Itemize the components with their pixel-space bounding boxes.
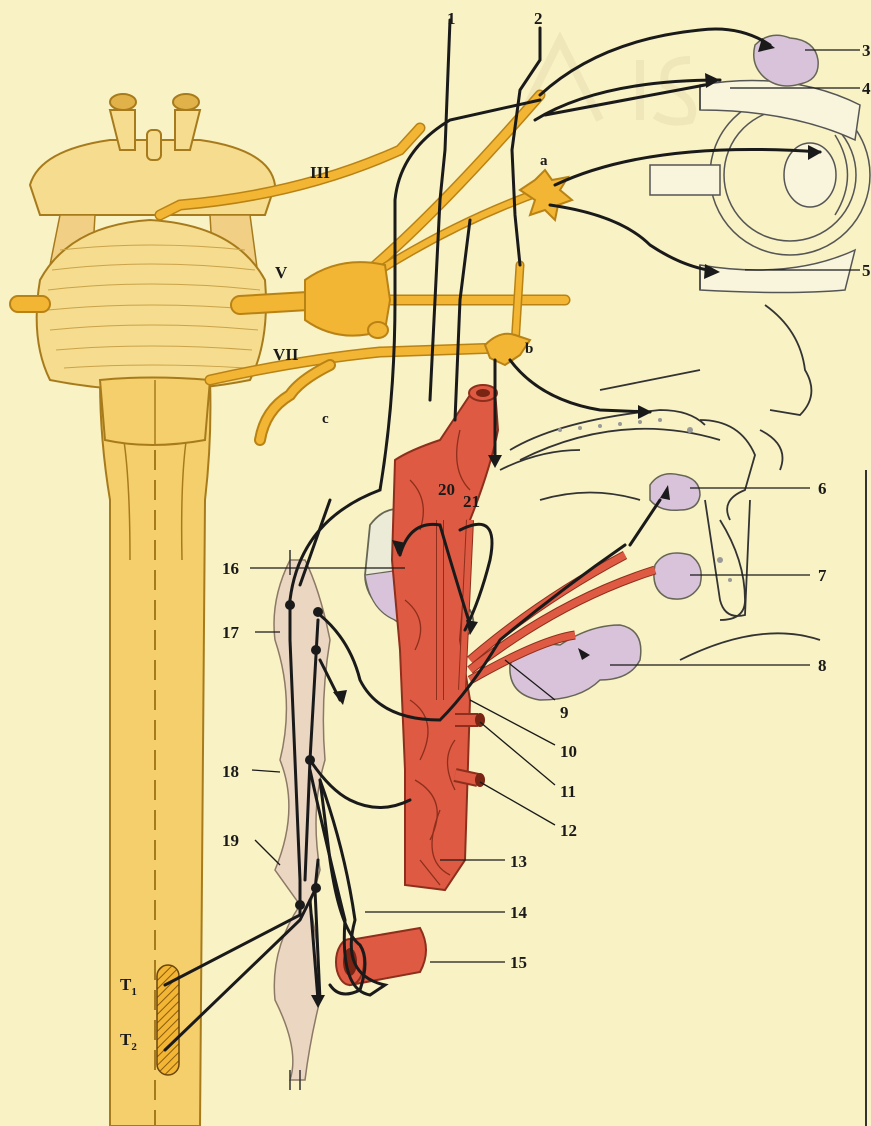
label-ganglion-c: c	[322, 411, 329, 427]
label-4: 4	[862, 79, 871, 98]
lateral-horn-t1-t2	[157, 965, 179, 1075]
brainstem	[10, 94, 275, 445]
label-8: 8	[818, 656, 827, 675]
trigeminal-branch-knob	[368, 322, 388, 338]
label-2: 2	[534, 9, 543, 28]
label-7: 7	[818, 566, 827, 585]
eye-orbit	[650, 81, 870, 293]
label-3: 3	[862, 41, 871, 60]
label-nerve-vii: VII	[273, 345, 299, 364]
label-21: 21	[463, 492, 480, 511]
label-11: 11	[560, 782, 576, 801]
label-10: 10	[560, 742, 577, 761]
label-14: 14	[510, 903, 528, 922]
label-12: 12	[560, 821, 577, 840]
sublingual-gland	[654, 553, 701, 599]
label-18: 18	[222, 762, 239, 781]
ganglion-a	[520, 170, 572, 220]
label-20: 20	[438, 480, 455, 499]
label-ganglion-a: a	[540, 153, 548, 169]
label-nerve-iii: III	[310, 163, 330, 182]
label-17: 17	[222, 623, 240, 642]
submandibular-gland	[510, 625, 641, 700]
label-19: 19	[222, 831, 239, 850]
label-15: 15	[510, 953, 527, 972]
label-5: 5	[862, 261, 871, 280]
label-16: 16	[222, 559, 239, 578]
label-ganglion-b: b	[525, 341, 533, 357]
label-13: 13	[510, 852, 527, 871]
spinal-cord	[100, 380, 210, 1126]
label-1: 1	[447, 9, 456, 28]
ganglion-b	[485, 334, 530, 365]
label-6: 6	[818, 479, 827, 498]
label-nerve-v: V	[275, 263, 288, 282]
label-9: 9	[560, 703, 569, 722]
